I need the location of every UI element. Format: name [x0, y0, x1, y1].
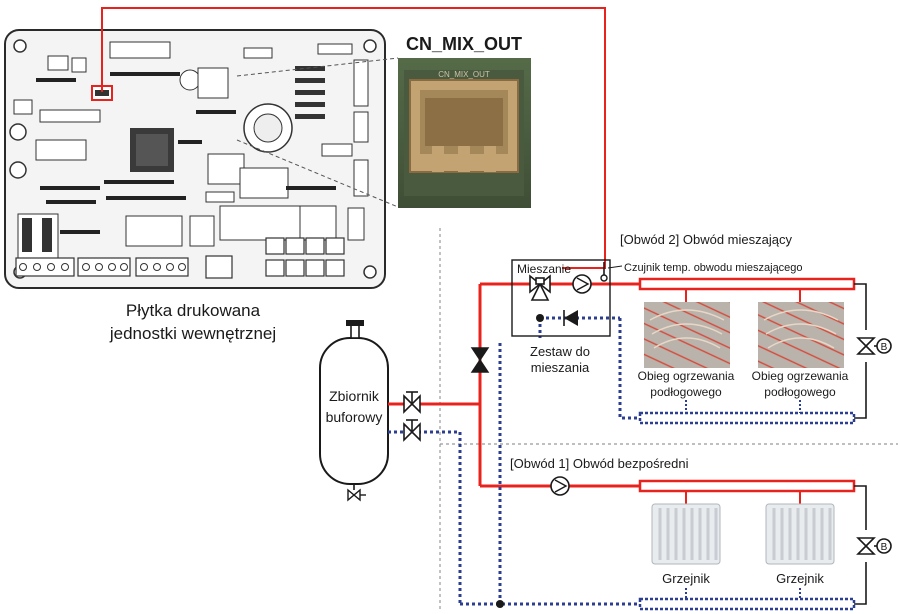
floor-heating-right: [758, 302, 844, 368]
mixing-valve: [529, 274, 551, 301]
circuit1-title: [Obwód 1] Obwód bezpośredni: [510, 456, 689, 471]
pcb-label-line1: Płytka drukowana: [126, 301, 261, 320]
radiator-left-icon: [651, 503, 721, 565]
bypass-symbol-circuit2: B: [881, 342, 888, 353]
temp-sensor-icon: [600, 262, 623, 282]
mixing-pump: [572, 274, 592, 294]
mixing-junction-dot: [536, 314, 544, 322]
radiator-right-label: Grzejnik: [776, 571, 824, 586]
manifold-valve: [470, 347, 490, 373]
floor-heating-left: [644, 302, 730, 368]
connector-silkscreen: CN_MIX_OUT: [438, 70, 490, 79]
mixing-kit-label-line1: Zestaw do: [530, 344, 590, 359]
bypass-valve-circuit1: [856, 537, 892, 555]
tank-label-line2: buforowy: [326, 409, 383, 425]
mixing-check-valve: [563, 310, 578, 326]
tank-supply-valve: [403, 391, 421, 414]
floor-right-label-line2: podłogowego: [764, 385, 836, 399]
pcb-board: [4, 29, 386, 289]
floor-left-label-line2: podłogowego: [650, 385, 722, 399]
floor-left-label-line1: Obieg ogrzewania: [638, 369, 735, 383]
floor-supply-header: [638, 277, 867, 419]
mixing-kit-label-line2: mieszania: [531, 360, 590, 375]
circuit2-title: [Obwód 2] Obwód mieszający: [620, 232, 792, 247]
radiator-left-label: Grzejnik: [662, 571, 710, 586]
mix-out-signal-wire: [101, 7, 606, 269]
buffer-tank: [319, 320, 389, 502]
bypass-symbol-circuit1: B: [881, 542, 888, 553]
circuit1-pump: [550, 476, 570, 496]
floor-return-header: [638, 411, 856, 425]
return-pipes: [388, 316, 640, 606]
radiator-right-icon: [765, 503, 835, 565]
floor-right-label-line1: Obieg ogrzewania: [752, 369, 849, 383]
connector-zoom-photo: CN_MIX_OUT: [398, 58, 531, 208]
pcb-label-line2: jednostki wewnętrznej: [109, 324, 276, 343]
mixing-label: Mieszanie: [517, 262, 571, 276]
return-junction-dot: [496, 600, 504, 608]
tank-label-line1: Zbiornik: [329, 388, 380, 404]
connector-title: CN_MIX_OUT: [406, 34, 522, 54]
bypass-valve-circuit2: [856, 337, 892, 355]
tank-return-valve: [403, 419, 421, 442]
radiator-supply-header: [638, 479, 867, 605]
zoom-leader-lines: [236, 57, 399, 208]
radiator-return-header: [638, 597, 856, 611]
mixing-kit-box: [511, 259, 611, 337]
sensor-label: Czujnik temp. obwodu mieszającego: [624, 262, 803, 274]
